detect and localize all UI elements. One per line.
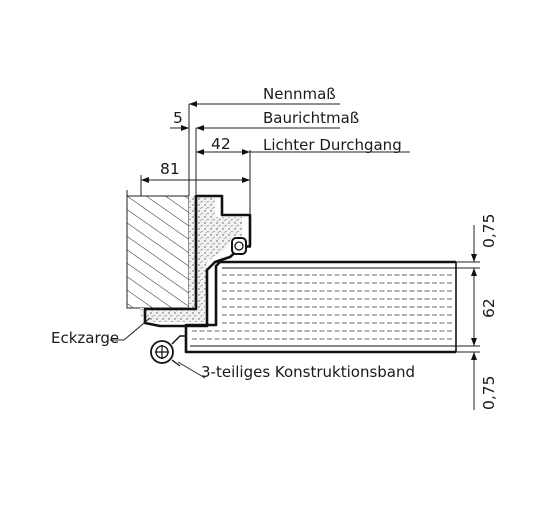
label-baurichtmass: Baurichtmaß — [263, 109, 359, 127]
dimension-62: 62 — [480, 298, 498, 318]
dimension-top-0-75: 0,75 — [480, 213, 498, 248]
dimension-bottom-0-75: 0,75 — [480, 375, 498, 410]
dimension-5: 5 — [173, 109, 183, 127]
door-leaf — [184, 260, 457, 354]
top-dimension-lines — [126, 101, 410, 215]
mortar-fill — [140, 196, 242, 322]
corner-frame-profile — [143, 194, 252, 328]
dimension-42: 42 — [211, 135, 231, 153]
label-nennmass: Nennmaß — [263, 85, 336, 103]
label-lichter-durchgang: Lichter Durchgang — [263, 136, 402, 154]
dimension-81: 81 — [160, 160, 180, 178]
right-dimension-lines — [456, 225, 480, 410]
label-konstruktionsband: 3-teiliges Konstruktionsband — [201, 363, 415, 381]
wall-section — [126, 195, 190, 309]
leader-lines — [110, 317, 206, 379]
hinge-symbol — [150, 335, 186, 367]
label-eckzarge: Eckzarge — [51, 329, 119, 347]
